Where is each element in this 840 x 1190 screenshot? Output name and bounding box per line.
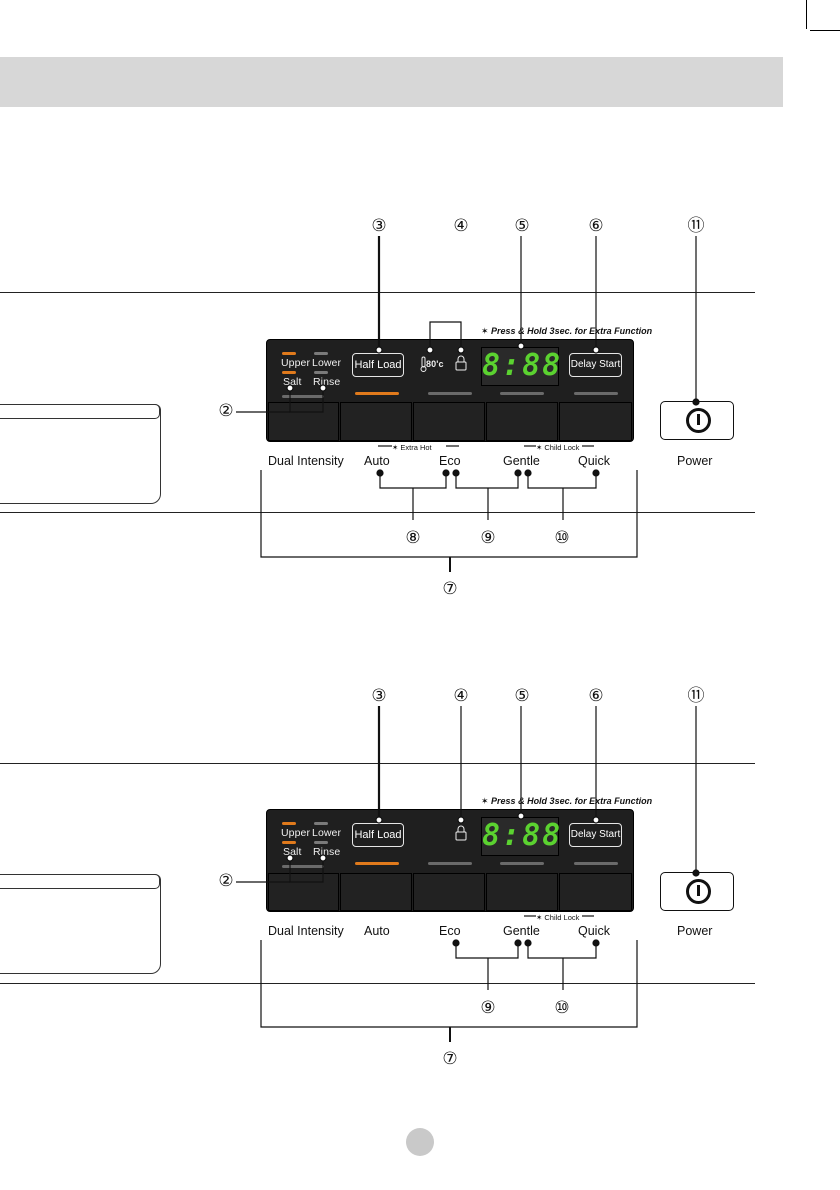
led-salt xyxy=(282,371,296,374)
led-rinse xyxy=(314,371,328,374)
callout-10: ⑩ xyxy=(554,528,570,548)
half-load-button[interactable]: Half Load xyxy=(352,353,404,377)
callout-9: ⑨ xyxy=(480,528,496,548)
label-power: Power xyxy=(677,454,713,468)
key-dual-intensity[interactable] xyxy=(268,402,339,441)
thermometer-icon xyxy=(419,354,439,374)
label-gentle: Gentle xyxy=(503,454,540,468)
led-gentle xyxy=(500,392,544,395)
callout-6: ⑥ xyxy=(588,216,604,236)
time-display: 8:88 xyxy=(481,347,560,386)
machine-bottom-edge xyxy=(0,512,755,513)
lock-icon xyxy=(453,354,469,372)
callout-2: ② xyxy=(218,401,234,421)
key-auto[interactable] xyxy=(340,402,412,441)
temp-80-label: 80'c xyxy=(426,359,444,369)
power-icon xyxy=(686,408,711,433)
indicator-rinse: Rinse xyxy=(313,376,341,388)
label-dual-intensity: Dual Intensity xyxy=(268,454,344,468)
key-eco[interactable] xyxy=(413,402,485,441)
crop-mark-top-right-h xyxy=(810,30,840,31)
led-auto xyxy=(355,392,399,395)
indicator-lower: Lower xyxy=(312,357,342,369)
callout-8: ⑧ xyxy=(405,528,421,548)
led-upper xyxy=(282,352,296,355)
label-eco: Eco xyxy=(439,454,461,468)
indicator-upper: Upper xyxy=(281,357,311,369)
power-button[interactable] xyxy=(660,401,734,440)
door-handle-outline xyxy=(0,404,161,504)
callout-4: ④ xyxy=(453,216,469,236)
callout-7: ⑦ xyxy=(442,579,458,599)
section-header-bar xyxy=(0,57,783,107)
extra-hot-note: ✶ Extra Hot xyxy=(392,443,432,452)
press-hold-note: ✶ Press & Hold 3sec. for Extra Function xyxy=(481,326,653,336)
callout-3: ③ xyxy=(371,216,387,236)
label-quick: Quick xyxy=(578,454,610,468)
page-number-circle xyxy=(406,1128,434,1156)
led-dual-intensity xyxy=(282,395,324,398)
label-auto: Auto xyxy=(364,454,390,468)
crop-mark-top-right xyxy=(806,0,807,29)
led-eco xyxy=(428,392,472,395)
key-gentle[interactable] xyxy=(486,402,558,441)
led-lower xyxy=(314,352,328,355)
callout-11: ⑪ xyxy=(687,216,705,236)
led-quick xyxy=(574,392,618,395)
delay-start-button[interactable]: Delay Start xyxy=(569,353,622,377)
machine-top-edge xyxy=(0,292,755,293)
child-lock-note: ✶ Child Lock xyxy=(536,443,580,452)
callout-5: ⑤ xyxy=(514,216,530,236)
control-panel-diagram-1: ③ ④ ⑤ ⑥ ⑪ ② ⑧ ⑨ ⑩ ⑦ Upper Lower Salt Rin… xyxy=(0,216,755,599)
door-handle-top xyxy=(0,404,160,419)
indicator-salt: Salt xyxy=(283,376,302,388)
key-quick[interactable] xyxy=(559,402,632,441)
